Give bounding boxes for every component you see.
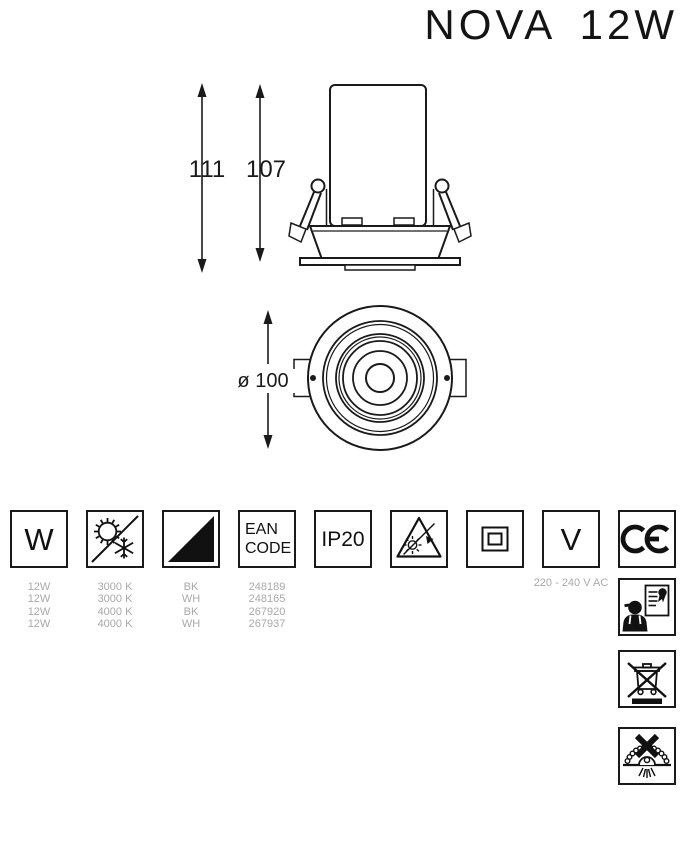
voltage-icon: V — [542, 510, 600, 568]
sun-snowflake-glyph — [91, 515, 139, 563]
table-row: 12W 3000 K WH 248165 — [1, 593, 305, 605]
diameter-arrow — [263, 310, 273, 449]
spring-clip-left — [288, 178, 328, 244]
ean-cell: 267937 — [248, 618, 286, 631]
ean-code-icon: EAN CODE — [238, 510, 296, 568]
dim-label-recess: 107 — [245, 156, 287, 183]
table-row: 12W 4000 K BK 267920 — [1, 606, 305, 618]
weee-disposal-icon — [618, 650, 676, 708]
ce-glyph — [620, 524, 670, 554]
crossed-lamp-insulation-glyph — [623, 733, 671, 778]
ean-cell: 248189 — [248, 581, 286, 593]
crossed-bin-glyph — [627, 662, 667, 704]
ip-rating-icon: IP20 — [314, 510, 372, 568]
fixture-side-profile — [288, 84, 472, 271]
finish-cell: WH — [181, 593, 201, 606]
dimension-arrow-recess — [255, 84, 265, 262]
table-row: 12W 4000 K WH 267937 — [1, 618, 305, 630]
kelvin-cell: 3000 K — [97, 593, 133, 606]
watt-cell: 12W — [27, 593, 51, 606]
kelvin-cell: 3000 K — [97, 581, 133, 593]
black-white-diagonal-glyph — [168, 516, 214, 562]
table-row: 12W 3000 K BK 248189 — [1, 581, 305, 593]
kelvin-cell: 4000 K — [97, 605, 133, 618]
ean-code-label: EAN CODE — [245, 521, 292, 557]
watt-cell: 12W — [27, 605, 51, 618]
qualified-installation-icon — [618, 578, 676, 636]
diameter-label: ø 100 — [231, 369, 295, 393]
spec-table: 12W 3000 K BK 248189 12W 3000 K WH 24816… — [1, 581, 305, 631]
bottom-view-drawing — [263, 305, 467, 451]
product-title: NOVA 12W — [424, 1, 678, 48]
spring-clip-right — [432, 178, 472, 244]
ce-mark-icon — [618, 510, 676, 568]
finish-color-icon — [162, 510, 220, 568]
side-view-drawing — [197, 83, 472, 273]
dim-label-overall: 111 — [188, 156, 226, 183]
finish-cell: BK — [183, 605, 199, 618]
wattage-icon: W — [10, 510, 68, 568]
watt-cell: 12W — [27, 618, 51, 631]
kelvin-cell: 4000 K — [97, 618, 133, 631]
ip-rating-label: IP20 — [321, 527, 365, 551]
finish-cell: WH — [181, 618, 201, 631]
dimmable-icon — [390, 510, 448, 568]
color-temperature-icon — [86, 510, 144, 568]
installer-certificate-glyph — [622, 584, 670, 632]
wattage-letter: W — [24, 521, 54, 557]
do-not-cover-icon — [618, 727, 676, 785]
voltage-note: 220 - 240 V AC — [533, 577, 609, 589]
ean-cell: 248165 — [248, 593, 286, 606]
dimension-arrow-overall — [197, 83, 207, 273]
finish-cell: BK — [183, 581, 199, 593]
triangle-bulb-glyph — [396, 516, 442, 558]
watt-cell: 12W — [27, 581, 51, 593]
square-in-square-glyph — [481, 526, 509, 552]
ean-cell: 267920 — [248, 605, 286, 618]
class-ii-icon — [466, 510, 524, 568]
voltage-letter: V — [560, 521, 582, 557]
